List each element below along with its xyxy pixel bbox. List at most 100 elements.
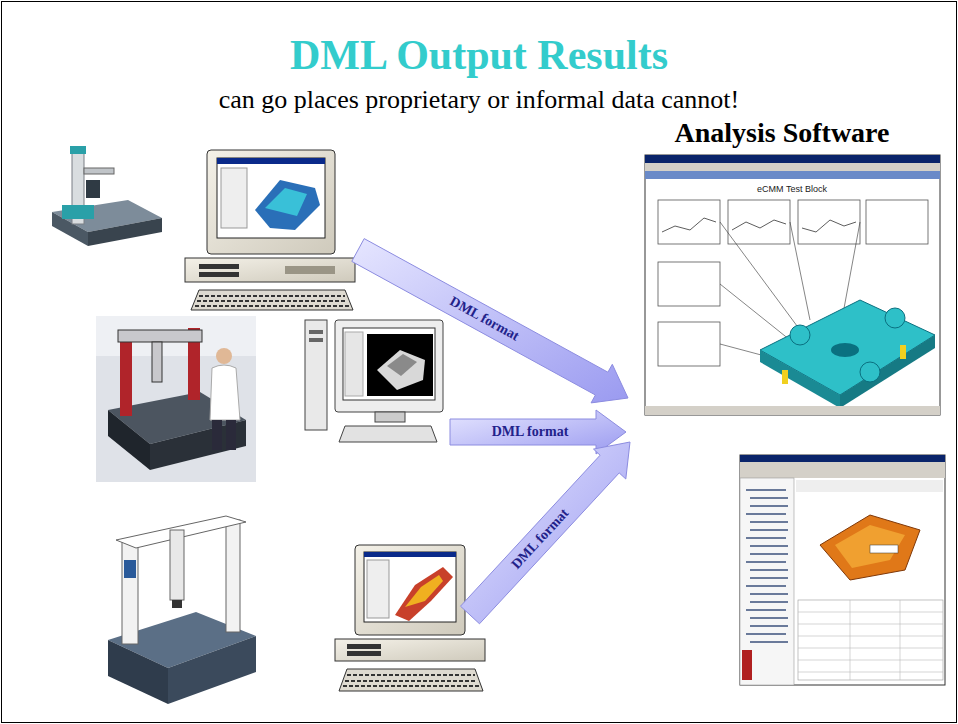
software-screenshot-part (645, 406, 940, 415)
computer (305, 320, 443, 442)
computer-part (195, 296, 349, 306)
software-screenshot-part (645, 155, 940, 415)
computer-part (343, 675, 479, 686)
arrow-label: DML format (492, 424, 569, 440)
computer-part (199, 264, 239, 269)
cmm-photo-part (108, 410, 150, 470)
computer-part (335, 639, 485, 661)
computer-part (191, 290, 353, 310)
computer-part (285, 266, 335, 274)
section-heading: Analysis Software (675, 117, 890, 149)
computer-part (355, 545, 465, 635)
computer-part (305, 320, 327, 430)
software-screenshot-part (802, 220, 856, 232)
computer-part (345, 332, 363, 396)
computer (335, 545, 485, 691)
software-screenshot-part (645, 155, 940, 163)
software-screenshot-part (728, 200, 790, 244)
software-screenshot-part (760, 350, 840, 408)
software-screenshot-part (790, 325, 810, 345)
software-screenshot-part (860, 362, 880, 382)
software-screenshot-part (658, 322, 720, 366)
software-screenshot-part (740, 478, 794, 685)
software-screenshot-part (645, 171, 940, 179)
bridge-cmm-part (108, 640, 168, 704)
data-flow-arrow (352, 239, 628, 403)
software-screenshot-part (740, 455, 945, 685)
computer-part (339, 426, 437, 442)
bridge-cmm (108, 516, 256, 704)
cmm-photo-part (216, 348, 232, 364)
computer-part (367, 334, 433, 396)
height-gauge-part (86, 180, 100, 198)
software-screenshot (740, 455, 945, 685)
cmm-photo-part (120, 336, 132, 416)
data-flow-arrow (461, 442, 631, 624)
subtitle: can go places proprietary or informal da… (219, 85, 740, 115)
bridge-cmm-part (226, 520, 240, 632)
software-screenshot-part (740, 462, 945, 478)
bridge-cmm-part (124, 560, 136, 578)
software-screenshot-part (798, 200, 860, 244)
software-screenshot (645, 155, 940, 415)
computer-part (221, 168, 247, 228)
computer-part (364, 552, 456, 557)
software-screenshot-part (742, 650, 752, 680)
computer-part (395, 567, 453, 621)
software-screenshot-part (885, 308, 905, 328)
software-screenshot-part (831, 343, 859, 357)
height-gauge-part (62, 205, 94, 219)
computer-part (375, 412, 405, 422)
computer-part (347, 644, 381, 649)
computer-part (217, 158, 325, 164)
computer-part (265, 188, 307, 216)
height-gauge-part (84, 168, 114, 174)
computer-part (309, 330, 323, 334)
software-screenshot-part (796, 480, 943, 492)
bridge-cmm-part (170, 530, 184, 600)
computer-part (185, 258, 355, 282)
software-screenshot-part (662, 218, 716, 232)
software-screenshot-part (760, 300, 935, 395)
cmm-photo-part (226, 420, 236, 450)
computer-part (405, 575, 443, 607)
software-screenshot-part (658, 262, 720, 306)
cmm-photo (96, 316, 256, 482)
computer-part (377, 350, 425, 390)
slide-title: DML Output Results (290, 31, 668, 79)
computer-part (339, 669, 483, 691)
software-screenshot-part (658, 200, 720, 244)
height-gauge-part (88, 218, 162, 246)
height-gauge (52, 146, 162, 246)
window-title: eCMM Test Block (755, 184, 829, 194)
computer-part (217, 158, 325, 238)
cmm-photo-part (96, 316, 256, 482)
software-screenshot-part (645, 163, 940, 171)
software-screenshot-part (900, 345, 906, 359)
cmm-photo-part (118, 330, 202, 342)
cmm-photo-part (210, 365, 240, 420)
software-screenshot-part (798, 600, 943, 680)
computer-part (199, 272, 239, 277)
arrow-label: DML format (508, 505, 572, 572)
computer-part (255, 180, 320, 230)
computer-part (387, 354, 417, 376)
computer-part (207, 150, 335, 254)
software-screenshot-part (835, 525, 905, 568)
software-screenshot-part (820, 515, 920, 580)
data-flow-arrow (450, 410, 626, 454)
computer-part (364, 552, 456, 622)
computer-part (309, 338, 323, 342)
bridge-cmm-part (122, 540, 138, 644)
cmm-photo-part (212, 420, 222, 450)
height-gauge-part (70, 146, 86, 154)
software-screenshot-part (870, 545, 898, 553)
computer-part (335, 320, 443, 412)
computer (185, 150, 355, 310)
software-screenshot-part (746, 490, 788, 642)
software-screenshot-part (740, 455, 945, 462)
bridge-cmm-part (168, 636, 256, 704)
software-screenshot-part (782, 370, 788, 384)
